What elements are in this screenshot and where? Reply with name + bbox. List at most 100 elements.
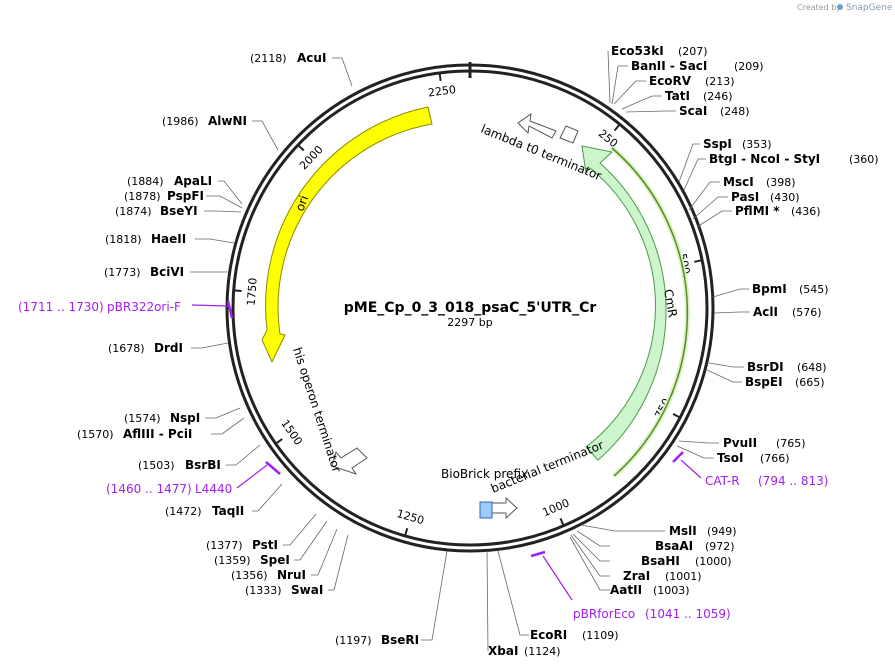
credit-brand: SnapGene	[846, 3, 893, 13]
feature-cmr-line	[611, 147, 689, 477]
enzyme-name[interactable]: PflMI *	[735, 204, 780, 218]
enzyme-name[interactable]: EcoRV	[649, 74, 692, 88]
enzyme-name[interactable]: BciVI	[150, 265, 184, 279]
enzyme-pos: (1818)	[105, 233, 142, 246]
enzyme-pos: (1570)	[77, 428, 114, 441]
feature-lambda-t0-body	[559, 125, 579, 144]
enzyme-pos: (949)	[707, 525, 737, 538]
enzyme-pos: (1377)	[206, 539, 243, 552]
primer-mark-cat-r	[672, 451, 684, 463]
enzyme-name[interactable]: TsoI	[717, 451, 743, 465]
enzyme-pos: (972)	[705, 540, 735, 553]
enzyme-name[interactable]: Eco53kI	[611, 44, 664, 58]
enzyme-name[interactable]: BtgI - NcoI - StyI	[709, 152, 820, 166]
snapgene-logo-icon	[837, 4, 843, 10]
primer-line-pbrforeco	[542, 555, 573, 601]
enzyme-name[interactable]: SwaI	[291, 583, 323, 597]
enzyme-pos: (209)	[734, 60, 764, 73]
primer-name[interactable]: pBRforEco	[573, 607, 635, 621]
primer-name[interactable]: L4440	[195, 482, 232, 496]
enzyme-name[interactable]: XbaI	[488, 644, 518, 658]
credit-created-by: Created by	[797, 3, 841, 12]
enzyme-pos: (2118)	[250, 52, 287, 65]
enzyme-name[interactable]: MslI	[669, 524, 697, 538]
tick-label: 1250	[395, 507, 425, 527]
enzyme-pos: (1197)	[335, 634, 372, 647]
primer-name[interactable]: CAT-R	[705, 474, 740, 488]
enzyme-pos: (665)	[795, 376, 825, 389]
enzyme-name[interactable]: BseYI	[160, 204, 198, 218]
map-length: 2297 bp	[447, 316, 492, 329]
enzyme-name[interactable]: AcuI	[297, 51, 326, 65]
enzyme-pos: (1003)	[653, 584, 690, 597]
primer-name[interactable]: pBR322ori-F	[107, 300, 181, 314]
enzyme-name[interactable]: PstI	[252, 538, 278, 552]
enzyme-pos: (1678)	[108, 342, 145, 355]
enzyme-pos: (1574)	[124, 412, 161, 425]
tick-mark	[297, 144, 305, 152]
enzyme-name[interactable]: PspFI	[167, 189, 204, 203]
enzyme-name[interactable]: BsrBI	[185, 458, 221, 472]
enzyme-pos: (1109)	[582, 629, 619, 642]
enzyme-pos: (1359)	[214, 554, 251, 567]
feature-ori[interactable]	[261, 106, 433, 364]
feature-label-ori: ori	[293, 194, 311, 213]
primer-range: (1460 .. 1477)	[106, 482, 192, 496]
enzyme-name[interactable]: PasI	[731, 190, 759, 204]
enzyme-name[interactable]: PvuII	[723, 436, 757, 450]
enzyme-name[interactable]: ScaI	[679, 104, 707, 118]
primer-line-pbr322ori-f	[191, 304, 229, 307]
primer-line-cat-r	[680, 459, 702, 479]
primer-mark-pbrforeco	[530, 550, 546, 558]
enzyme-name[interactable]: AatII	[610, 583, 642, 597]
enzyme-name[interactable]: ApaLI	[174, 174, 212, 188]
enzyme-pos: (1874)	[115, 205, 152, 218]
enzyme-pos: (436)	[791, 205, 821, 218]
enzyme-pos: (213)	[705, 75, 735, 88]
feature-label-biobrick-prefix: BioBrick prefix	[441, 467, 528, 481]
enzyme-name[interactable]: SspI	[703, 137, 732, 151]
feature-his-operon-terminator[interactable]	[331, 447, 368, 475]
feature-lambda-t0-terminator[interactable]	[517, 112, 557, 139]
enzyme-name[interactable]: NruI	[277, 568, 306, 582]
enzyme-name[interactable]: BpmI	[752, 282, 787, 296]
feature-label-cmr: CmR	[661, 288, 680, 318]
primer-range: (794 .. 813)	[758, 474, 828, 488]
feature-bacterial-terminator[interactable]	[490, 496, 518, 520]
feature-biobrick-prefix[interactable]	[479, 501, 493, 519]
enzyme-pos: (576)	[792, 306, 822, 319]
enzyme-name[interactable]: HaeII	[151, 232, 186, 246]
enzyme-name[interactable]: BsrDI	[747, 360, 784, 374]
primer-labels: (1711 .. 1730) pBR322ori-F (1460 .. 1477…	[18, 300, 828, 621]
enzyme-name[interactable]: AlwNI	[208, 114, 247, 128]
enzyme-labels: (2118) AcuI (1986) AlwNI (1884) ApaLI (1…	[77, 44, 879, 658]
enzyme-name[interactable]: SpeI	[260, 553, 290, 567]
enzyme-name[interactable]: NspI	[170, 411, 200, 425]
primer-mark-pbr322ori-f	[226, 300, 234, 319]
feature-cmr[interactable]	[581, 145, 667, 461]
enzyme-name[interactable]: TatI	[665, 89, 690, 103]
enzyme-pos: (1001)	[665, 570, 702, 583]
enzyme-name[interactable]: BsaHI	[641, 554, 680, 568]
enzyme-name[interactable]: AclI	[753, 305, 778, 319]
enzyme-name[interactable]: BsaAI	[655, 539, 693, 553]
feature-arrows	[261, 106, 690, 520]
primer-range: (1711 .. 1730)	[18, 300, 104, 314]
enzyme-name[interactable]: TaqII	[212, 504, 244, 518]
tick-mark	[694, 259, 703, 263]
enzyme-name[interactable]: ZraI	[623, 569, 650, 583]
enzyme-pos: (1884)	[127, 175, 164, 188]
enzyme-name[interactable]: MscI	[723, 175, 754, 189]
primer-mark-l4440	[265, 461, 281, 475]
tick-label: 1500	[278, 417, 305, 447]
enzyme-name[interactable]: DrdI	[154, 341, 183, 355]
enzyme-name[interactable]: BanII - SacI	[631, 59, 707, 73]
enzyme-pos: (1503)	[138, 459, 175, 472]
enzyme-name[interactable]: BspEI	[745, 375, 783, 389]
tick-label: 250	[596, 127, 620, 150]
enzyme-pos: (765)	[776, 437, 806, 450]
enzyme-name[interactable]: AflIII - PciI	[123, 427, 192, 441]
tick-label: 1750	[245, 277, 260, 306]
enzyme-name[interactable]: BseRI	[381, 633, 419, 647]
enzyme-name[interactable]: EcoRI	[530, 628, 567, 642]
